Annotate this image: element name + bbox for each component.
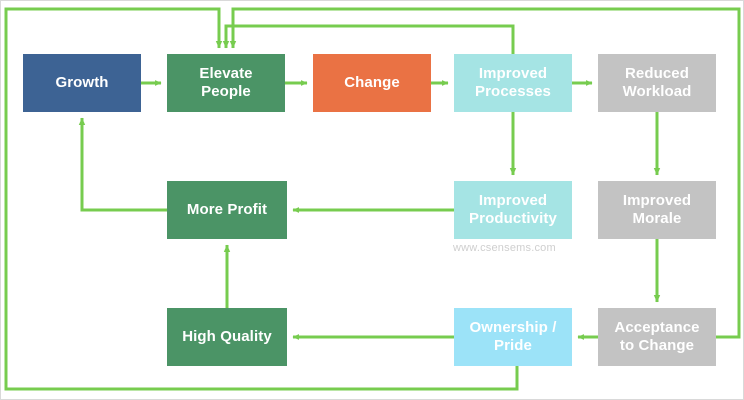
connector-processes-to-elevate-loop	[222, 24, 515, 54]
connector-profit-to-growth	[78, 117, 167, 212]
connector-ownership-to-elevate-loop	[4, 7, 519, 391]
node-profit[interactable]: More Profit	[167, 181, 287, 239]
node-change[interactable]: Change	[313, 54, 431, 112]
node-ownership[interactable]: Ownership /Pride	[454, 308, 572, 366]
node-label: Ownership /Pride	[469, 319, 557, 354]
connector-acceptance-to-elevate-loop	[229, 7, 741, 339]
node-label: Growth	[55, 74, 109, 92]
watermark-text: www.csensems.com	[453, 242, 556, 254]
node-growth[interactable]: Growth	[23, 54, 141, 112]
node-label: More Profit	[186, 201, 268, 219]
node-label: High Quality	[182, 328, 272, 346]
node-quality[interactable]: High Quality	[167, 308, 287, 366]
node-label: Change	[344, 74, 400, 92]
